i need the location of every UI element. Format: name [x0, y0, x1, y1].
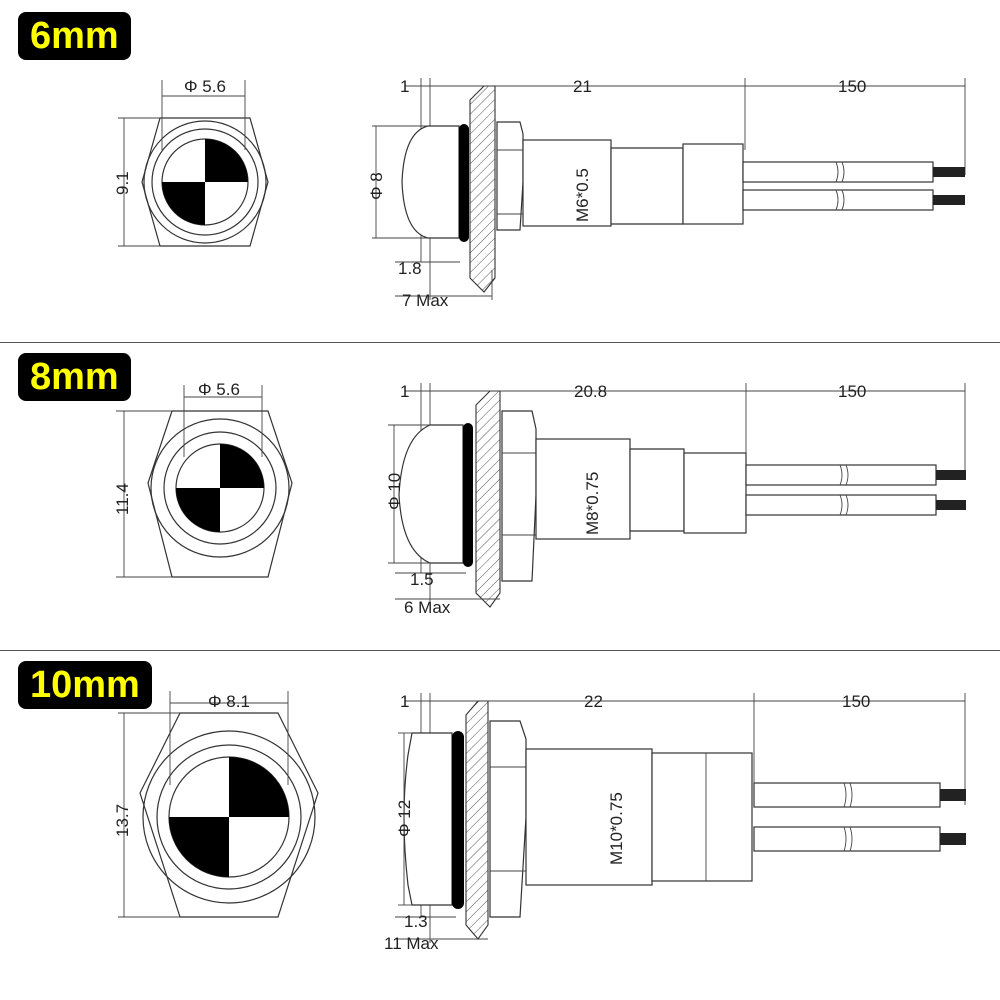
side-view: 1 22 150 Φ 12 M10*0.75 1.3 11 M — [384, 692, 966, 953]
drawing-6mm: Φ 5.6 9.1 1 21 150 Φ 8 — [113, 77, 966, 310]
dome-diameter-label: Φ 12 — [395, 800, 414, 837]
wire-length-label: 150 — [838, 77, 866, 96]
lead-length-label: 1 — [400, 77, 409, 96]
dome-diameter-label: Φ 10 — [385, 473, 404, 510]
flange-thickness-label: 1.3 — [404, 912, 428, 931]
front-view: Φ 5.6 9.1 — [113, 77, 269, 247]
section-divider — [0, 342, 1000, 343]
section-divider — [0, 650, 1000, 651]
front-view: Φ 5.6 11.4 — [113, 380, 293, 578]
section-10mm: 10mm Φ 8.1 13.7 1 22 150 — [0, 655, 1000, 975]
front-diameter-label: Φ 5.6 — [198, 380, 240, 399]
front-view: Φ 8.1 13.7 — [113, 691, 319, 918]
front-diameter-label: Φ 5.6 — [184, 77, 226, 96]
lead-length-label: 1 — [400, 382, 409, 401]
section-8mm: 8mm Φ 5.6 11.4 1 20.8 150 — [0, 345, 1000, 665]
side-view: 1 21 150 Φ 8 M6*0.5 — [367, 77, 966, 310]
size-badge: 10mm — [18, 661, 152, 709]
lead-length-label: 1 — [400, 692, 409, 711]
thread-label: M10*0.75 — [607, 792, 626, 865]
dome-diameter-label: Φ 8 — [367, 172, 386, 200]
flange-thickness-label: 1.8 — [398, 259, 422, 278]
body-length-label: 20.8 — [574, 382, 607, 401]
side-view: 1 20.8 150 Φ 10 M8*0.75 1.5 6 M — [385, 382, 966, 617]
size-badge: 6mm — [18, 12, 131, 60]
panel-thickness-label: 7 Max — [402, 291, 449, 310]
panel-thickness-label: 11 Max — [384, 934, 439, 953]
front-diameter-label: Φ 8.1 — [208, 692, 250, 711]
body-length-label: 22 — [584, 692, 603, 711]
panel-thickness-label: 6 Max — [404, 598, 451, 617]
flange-thickness-label: 1.5 — [410, 570, 434, 589]
size-badge: 8mm — [18, 353, 131, 401]
body-length-label: 21 — [573, 77, 592, 96]
thread-label: M8*0.75 — [583, 472, 602, 535]
drawing-10mm: Φ 8.1 13.7 1 22 150 Φ 12 M10*0.75 — [113, 691, 966, 953]
front-height-label: 9.1 — [113, 171, 132, 195]
section-6mm: 6mm Φ 5.6 9.1 — [0, 0, 1000, 320]
wire-length-label: 150 — [838, 382, 866, 401]
drawing-8mm: Φ 5.6 11.4 1 20.8 150 Φ 10 M8*0.75 — [113, 380, 966, 617]
thread-label: M6*0.5 — [573, 168, 592, 222]
front-height-label: 13.7 — [113, 804, 132, 837]
front-height-label: 11.4 — [113, 483, 132, 515]
wire-length-label: 150 — [842, 692, 870, 711]
